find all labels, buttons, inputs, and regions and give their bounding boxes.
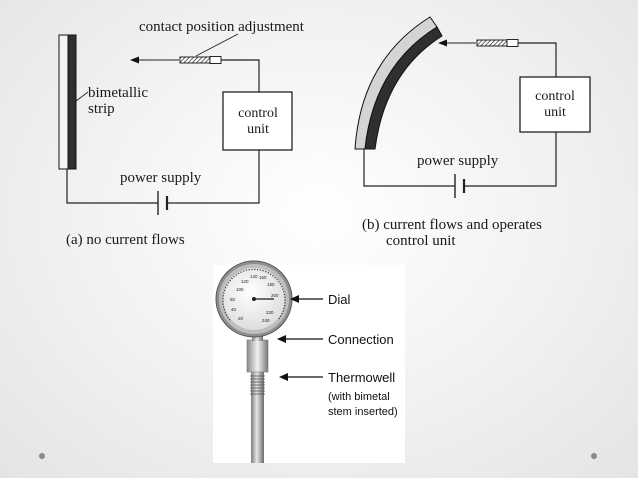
contact-label-leader bbox=[195, 33, 239, 57]
wire-strip-to-battery bbox=[66, 169, 158, 204]
control-unit-label-a-line2: unit bbox=[247, 122, 269, 137]
wire-battery-to-control-b bbox=[464, 132, 557, 187]
dial-number: 220 bbox=[266, 310, 274, 315]
dial-number: 100 bbox=[236, 287, 244, 292]
thermowell-threads bbox=[250, 375, 265, 395]
thermowell-stem bbox=[251, 372, 264, 463]
slide-nav-dot-right[interactable] bbox=[591, 453, 597, 459]
dial-label: Dial bbox=[328, 292, 351, 307]
thermowell-note-line2: stem inserted) bbox=[328, 406, 398, 418]
dial-arrowhead bbox=[290, 295, 299, 303]
dial-numbers: 100 120 140 160 180 200 220 240 60 40 20 bbox=[230, 274, 279, 323]
contact-position-label: contact position adjustment bbox=[139, 19, 305, 35]
power-supply-label-b: power supply bbox=[417, 153, 499, 169]
control-unit-label-a-line1: control bbox=[238, 106, 278, 121]
panel-b-caption-line1: (b) current flows and operates bbox=[362, 217, 542, 233]
bimetallic-strip-label-line1: bimetallic bbox=[88, 85, 148, 101]
dial-number: 140 bbox=[250, 274, 258, 279]
panel-b: control unit power supply (b) current fl… bbox=[354, 16, 591, 249]
bimetallic-strip-dark-layer bbox=[67, 34, 77, 170]
wire-control-to-contact bbox=[221, 59, 260, 92]
contact-arrowhead-b bbox=[438, 39, 447, 47]
control-unit-box-b bbox=[519, 76, 591, 133]
connection-arrowhead bbox=[277, 335, 286, 343]
bent-strip-dark-layer bbox=[364, 26, 443, 150]
panel-b-caption-line2: control unit bbox=[386, 233, 456, 249]
dial-number: 120 bbox=[241, 279, 249, 284]
contact-screw-body-a bbox=[179, 56, 211, 64]
bimetallic-strip-label-line2: strip bbox=[88, 101, 115, 117]
hex-connection bbox=[246, 339, 269, 373]
dial-number: 20 bbox=[238, 316, 244, 321]
control-unit-label-b-line1: control bbox=[535, 89, 575, 104]
bimetallic-strip-leader bbox=[75, 91, 89, 102]
bimetallic-strip-light-layer bbox=[58, 34, 69, 170]
thermowell-arrowhead bbox=[279, 373, 288, 381]
dial-number: 180 bbox=[267, 282, 275, 287]
dial-number: 200 bbox=[271, 293, 279, 298]
panel-a: control unit contact position adjustment… bbox=[58, 19, 305, 248]
control-unit-box-a bbox=[222, 91, 293, 151]
control-unit-label-b-line2: unit bbox=[544, 105, 566, 120]
thermometer-photo: 100 120 140 160 180 200 220 240 60 40 20… bbox=[213, 260, 405, 463]
wire-battery-to-control bbox=[167, 150, 260, 204]
panel-a-caption: (a) no current flows bbox=[66, 232, 185, 248]
dial-number: 160 bbox=[259, 275, 267, 280]
dial-number: 60 bbox=[230, 297, 236, 302]
contact-screw-body-b bbox=[476, 39, 508, 47]
dial-number: 40 bbox=[231, 307, 237, 312]
wire-strip-to-battery-b bbox=[363, 149, 455, 187]
dial-number: 240 bbox=[262, 318, 270, 323]
thermowell-note-line1: (with bimetal bbox=[328, 391, 390, 403]
power-supply-label-a: power supply bbox=[120, 170, 202, 186]
thermowell-label: Thermowell bbox=[328, 370, 395, 385]
connection-label: Connection bbox=[328, 332, 394, 347]
contact-screw-end-b bbox=[506, 39, 519, 47]
dial-hub bbox=[252, 297, 256, 301]
slide-nav-dot-left[interactable] bbox=[39, 453, 45, 459]
dial-scale-arc bbox=[222, 268, 286, 321]
contact-screw-end-a bbox=[209, 56, 222, 64]
wire-control-to-contact-b bbox=[518, 42, 557, 77]
contact-arrowhead-a bbox=[130, 56, 139, 64]
